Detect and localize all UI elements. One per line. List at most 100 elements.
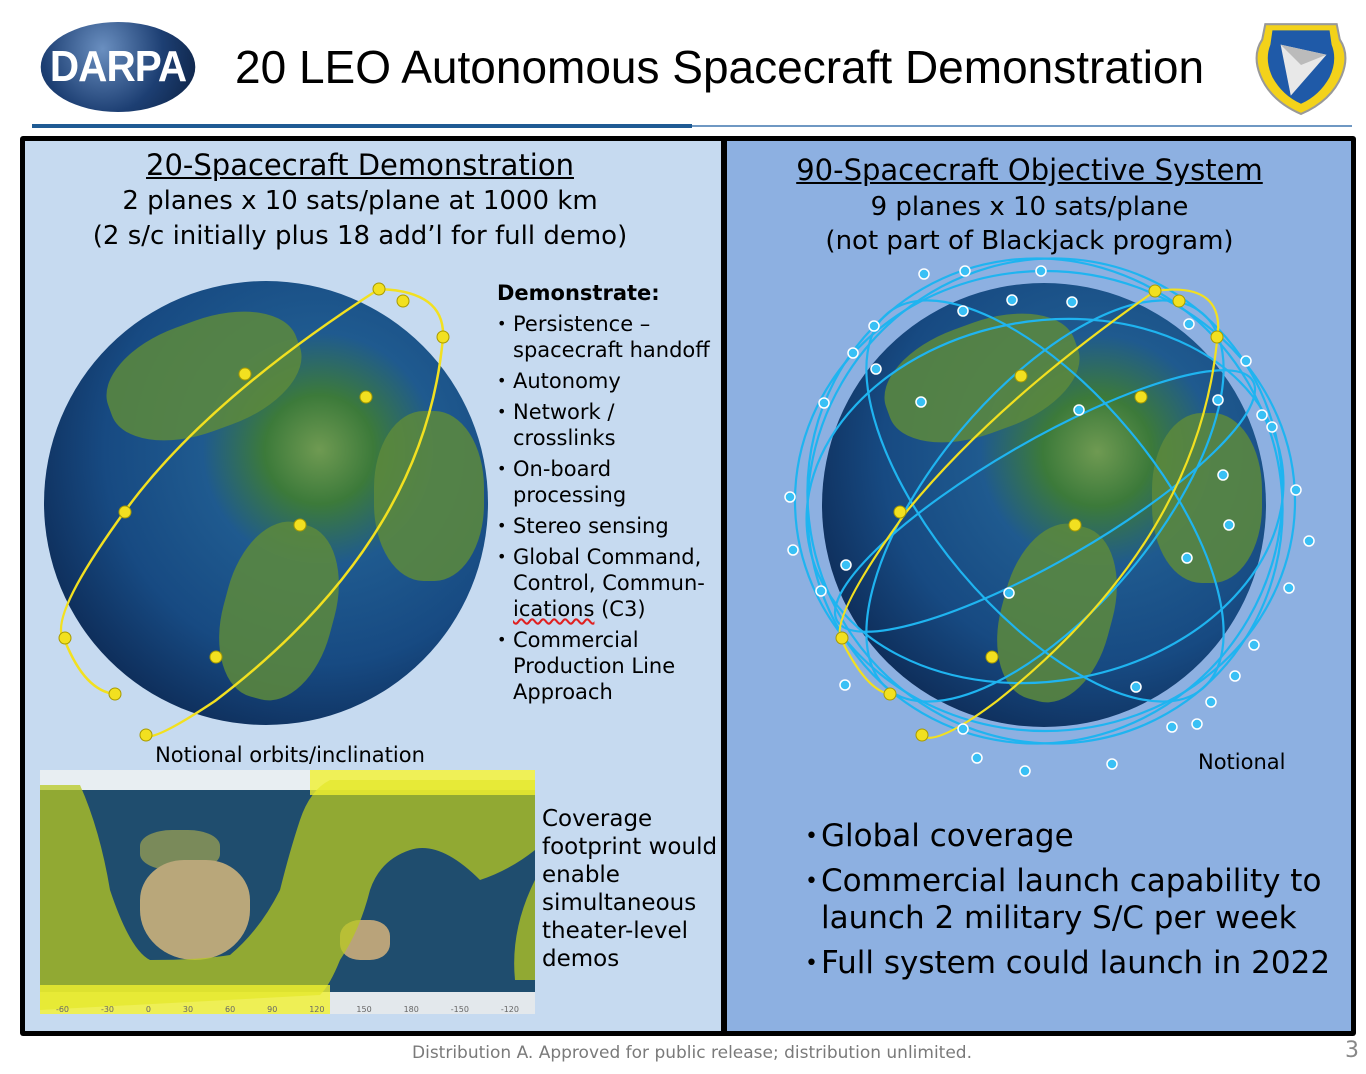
slide-title: 20 LEO Autonomous Spacecraft Demonstrati…: [235, 41, 1205, 93]
satellite-marker: [1256, 409, 1268, 421]
left-heading: 20-Spacecraft Demonstration: [146, 148, 574, 182]
map-ticks: -60 -30 0 30 60 90 120 150 180 -150 -120: [40, 1005, 535, 1014]
coverage-map: -60 -30 0 30 60 90 120 150 180 -150 -120: [40, 770, 535, 1014]
list-item: Global coverage: [805, 818, 1335, 855]
satellite-marker: [1019, 765, 1031, 777]
right-subtitle-2: (not part of Blackjack program): [825, 226, 1234, 256]
satellite-marker: [1166, 721, 1178, 733]
satellite-marker: [1266, 421, 1278, 433]
satellite-marker: [1181, 552, 1193, 564]
coverage-line: enable: [542, 862, 620, 888]
tick-label: 150: [356, 1005, 372, 1014]
right-heading: 90-Spacecraft Objective System: [796, 153, 1263, 187]
satellite-marker: [1066, 296, 1078, 308]
coverage-line: Coverage: [542, 806, 653, 832]
demonstrate-label: Demonstrate:: [497, 281, 660, 305]
tick-label: 0: [145, 1005, 152, 1014]
left-subtitle-1: 2 planes x 10 sats/plane at 1000 km: [122, 186, 598, 216]
header-rule-light: [692, 125, 1352, 127]
satellite-marker: [883, 687, 897, 701]
satellite-marker: [784, 491, 796, 503]
satellite-marker: [847, 347, 859, 359]
coverage-line: footprint would: [542, 834, 718, 860]
list-item: Commercial Production Line Approach: [497, 627, 722, 705]
orbit-path: [144, 287, 445, 738]
satellite-marker: [787, 544, 799, 556]
satellite-marker: [1205, 696, 1217, 708]
tick-label: -30: [100, 1005, 115, 1014]
satellite-marker: [1134, 390, 1148, 404]
afrl-seal-icon: [1255, 23, 1347, 116]
globe-caption-right: Notional: [1198, 750, 1286, 774]
darpa-logo: DARPA: [40, 22, 196, 112]
tick-label: 180: [403, 1005, 419, 1014]
item-text: ications: [513, 597, 595, 621]
list-item: Autonomy: [497, 368, 722, 394]
satellite-marker: [1073, 404, 1085, 416]
list-item: Commercial launch capability to launch 2…: [805, 863, 1335, 937]
coverage-footprint: [40, 780, 535, 1010]
satellite-marker: [840, 559, 852, 571]
satellite-marker: [1210, 330, 1224, 344]
satellite-marker: [870, 363, 882, 375]
satellite-marker: [1183, 318, 1195, 330]
tick-label: 60: [225, 1005, 236, 1014]
satellite-marker: [957, 305, 969, 317]
list-item: Global Command, Control, Commun-ications…: [497, 544, 722, 622]
satellite-marker: [835, 631, 849, 645]
satellite-marker: [1283, 582, 1295, 594]
satellite-marker: [1006, 294, 1018, 306]
satellite-marker: [1223, 519, 1235, 531]
tick-label: 90: [267, 1005, 278, 1014]
satellite-marker: [868, 320, 880, 332]
list-item: Network / crosslinks: [497, 399, 722, 451]
orbit-overlay-left: [58, 282, 450, 742]
coverage-line: theater-level: [542, 918, 688, 944]
item-text: Global Command, Control, Commun-: [513, 545, 705, 595]
satellite-marker: [985, 650, 999, 664]
satellite-marker: [1212, 394, 1224, 406]
coverage-line: demos: [542, 946, 620, 972]
satellite-marker: [1003, 587, 1015, 599]
satellite-marker: [1035, 265, 1047, 277]
list-item: On-board processing: [497, 456, 722, 508]
satellite-marker: [818, 397, 830, 409]
logo-text: DARPA: [49, 42, 187, 91]
satellite-marker: [1240, 355, 1252, 367]
orbit-path: [59, 287, 380, 696]
earth-globe-left: [44, 281, 488, 725]
satellite-marker: [1191, 718, 1203, 730]
satellite-marker: [1217, 469, 1229, 481]
page-number: 3: [1345, 1038, 1359, 1063]
item-text: (C3): [594, 597, 646, 621]
coverage-text: Coverage footprint would enable simultan…: [542, 805, 717, 973]
coverage-line: simultaneous: [542, 890, 697, 916]
demonstrate-list: Demonstrate: Persistence – spacecraft ha…: [497, 281, 722, 710]
tick-label: 120: [309, 1005, 325, 1014]
satellite-marker: [959, 265, 971, 277]
satellite-marker: [971, 752, 983, 764]
satellite-marker: [915, 728, 929, 742]
satellite-marker: [893, 505, 907, 519]
list-item: Persistence – spacecraft handoff: [497, 311, 722, 363]
tick-label: -60: [55, 1005, 70, 1014]
satellite-marker: [1014, 369, 1028, 383]
tick-label: 30: [182, 1005, 194, 1014]
satellite-marker: [957, 723, 969, 735]
header-rule: [32, 124, 692, 128]
satellite-marker: [839, 679, 851, 691]
satellite-marker: [1290, 484, 1302, 496]
footer-distribution: Distribution A. Approved for public rele…: [412, 1043, 972, 1063]
globe-caption-left: Notional orbits/inclination: [155, 743, 425, 767]
tick-label: -120: [500, 1005, 519, 1014]
satellite-marker: [1106, 758, 1118, 770]
satellite-marker: [918, 268, 930, 280]
satellite-marker: [1303, 535, 1315, 547]
satellite-marker: [1229, 670, 1241, 682]
orbit-overlay-right: [784, 257, 1315, 777]
satellite-marker: [1172, 294, 1186, 308]
right-bullets: Global coverage Commercial launch capabi…: [805, 818, 1335, 990]
satellite-marker: [1068, 518, 1082, 532]
tick-label: -150: [450, 1005, 469, 1014]
list-item: Full system could launch in 2022: [805, 945, 1335, 982]
